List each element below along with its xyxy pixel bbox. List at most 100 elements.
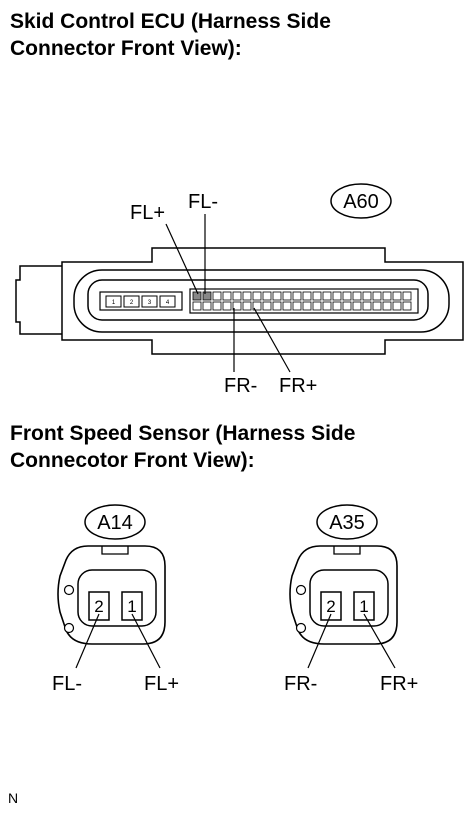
- ecu-pin: [382, 301, 392, 311]
- sensor-a35-latch: [333, 546, 361, 555]
- ecu-small-pin-label: 3: [148, 300, 152, 306]
- sensor-a35-id: A35: [329, 512, 365, 534]
- sensor-title: Front Speed Sensor (Harness Side Conneco…: [10, 420, 355, 474]
- sensor-a35-label-fr-minus: FR-: [284, 673, 317, 695]
- ecu-pin: [282, 291, 292, 301]
- ecu-pin: [352, 291, 362, 301]
- ecu-connector: [15, 247, 464, 355]
- sensor-a35-hole: [295, 584, 307, 596]
- ecu-pin: [202, 291, 212, 301]
- sensor-a14-latch: [101, 546, 129, 555]
- leader-a35-fr-plus: [363, 613, 396, 669]
- ecu-pin: [392, 291, 402, 301]
- sensor-a14-hole: [63, 622, 75, 634]
- ecu-title-line2: Connector Front View):: [10, 37, 242, 60]
- sensor-a14-pin: [88, 591, 110, 621]
- ecu-label-fr-plus: FR+: [279, 375, 317, 397]
- leader-fr-plus: [253, 307, 291, 373]
- ecu-pin: [252, 291, 262, 301]
- leader-a35-fr-minus: [307, 613, 332, 669]
- ecu-pin: [332, 291, 342, 301]
- sensor-a35-pin-label: 2: [326, 597, 335, 616]
- ecu-connector-id-badge: [330, 183, 392, 219]
- ecu-small-pin: [105, 295, 122, 308]
- ecu-pin: [362, 301, 372, 311]
- sensor-a14-pin: [121, 591, 143, 621]
- sensor-a14-hole: [63, 584, 75, 596]
- ecu-pin: [252, 301, 262, 311]
- sensor-a35-hole: [295, 622, 307, 634]
- ecu-pin-grid-frame: [189, 288, 419, 314]
- ecu-pin: [202, 301, 212, 311]
- leader-a14-fl-plus: [131, 613, 161, 669]
- ecu-label-fr-minus: FR-: [224, 375, 257, 397]
- ecu-small-pin-frame: [99, 291, 183, 311]
- ecu-pin: [212, 301, 222, 311]
- ecu-pin: [322, 291, 332, 301]
- sensor-a14-id: A14: [97, 512, 133, 534]
- ecu-pin: [212, 291, 222, 301]
- ecu-label-fl-minus: FL-: [188, 191, 218, 213]
- ecu-pin: [372, 291, 382, 301]
- ecu-pin: [322, 301, 332, 311]
- ecu-pin: [192, 301, 202, 311]
- ecu-pin: [292, 291, 302, 301]
- ecu-plug: [15, 265, 62, 335]
- ecu-pin: [232, 291, 242, 301]
- ecu-label-fl-plus: FL+: [130, 202, 165, 224]
- ecu-pin: [262, 301, 272, 311]
- sensor-a35-label-fr-plus: FR+: [380, 673, 418, 695]
- leader-a14-fl-minus: [75, 613, 100, 669]
- ecu-body: [61, 247, 464, 355]
- figure-code: N: [8, 790, 19, 806]
- ecu-pin: [352, 301, 362, 311]
- ecu-pin: [302, 301, 312, 311]
- sensor-a35-id-badge: [316, 504, 378, 540]
- ecu-pin: [372, 301, 382, 311]
- sensor-title-line2: Connecotor Front View):: [10, 449, 255, 472]
- sensor-a14-pin-label: 2: [94, 597, 103, 616]
- ecu-connector-id: A60: [343, 191, 379, 213]
- ecu-pin: [362, 291, 372, 301]
- ecu-pin: [312, 301, 322, 311]
- sensor-a14-label-fl-plus: FL+: [144, 673, 179, 695]
- ecu-small-pin: [123, 295, 140, 308]
- ecu-pin: [342, 301, 352, 311]
- sensor-title-line1: Front Speed Sensor (Harness Side: [10, 422, 356, 445]
- ecu-pin: [222, 291, 232, 301]
- sensor-a14-label-fl-minus: FL-: [52, 673, 82, 695]
- ecu-pin: [232, 301, 242, 311]
- ecu-small-pin-label: 2: [130, 300, 134, 306]
- ecu-small-pin: [141, 295, 158, 308]
- ecu-pin: [392, 301, 402, 311]
- ecu-pin: [402, 291, 412, 301]
- ecu-title: Skid Control ECU (Harness Side Connector…: [10, 8, 331, 62]
- leader-fl-plus: [165, 223, 199, 295]
- sensor-a14-id-badge: [84, 504, 146, 540]
- ecu-pin: [332, 301, 342, 311]
- ecu-pin-grid: [189, 288, 419, 314]
- sensor-a35-pin: [320, 591, 342, 621]
- ecu-pin: [292, 301, 302, 311]
- ecu-pin: [302, 291, 312, 301]
- sensor-a35: A35 2 1 FR- FR+: [284, 504, 418, 695]
- sensor-a35-pin: [353, 591, 375, 621]
- ecu-leader-lines: [165, 214, 291, 373]
- ecu-small-pin-label: 4: [166, 300, 170, 306]
- ecu-pin: [282, 301, 292, 311]
- ecu-pin: [242, 301, 252, 311]
- ecu-pin: [242, 291, 252, 301]
- sensor-a35-pin-label: 1: [359, 597, 368, 616]
- ecu-pin: [222, 301, 232, 311]
- ecu-small-pins: 1 2 3 4: [99, 291, 183, 311]
- ecu-pin: [262, 291, 272, 301]
- ecu-pin: [272, 291, 282, 301]
- ecu-pin: [272, 301, 282, 311]
- ecu-small-pin: [159, 295, 176, 308]
- ecu-pin: [402, 301, 412, 311]
- sensor-a14-pin-label: 1: [127, 597, 136, 616]
- ecu-small-pin-label: 1: [112, 300, 116, 306]
- ecu-shell: [73, 269, 450, 333]
- ecu-title-line1: Skid Control ECU (Harness Side: [10, 10, 331, 33]
